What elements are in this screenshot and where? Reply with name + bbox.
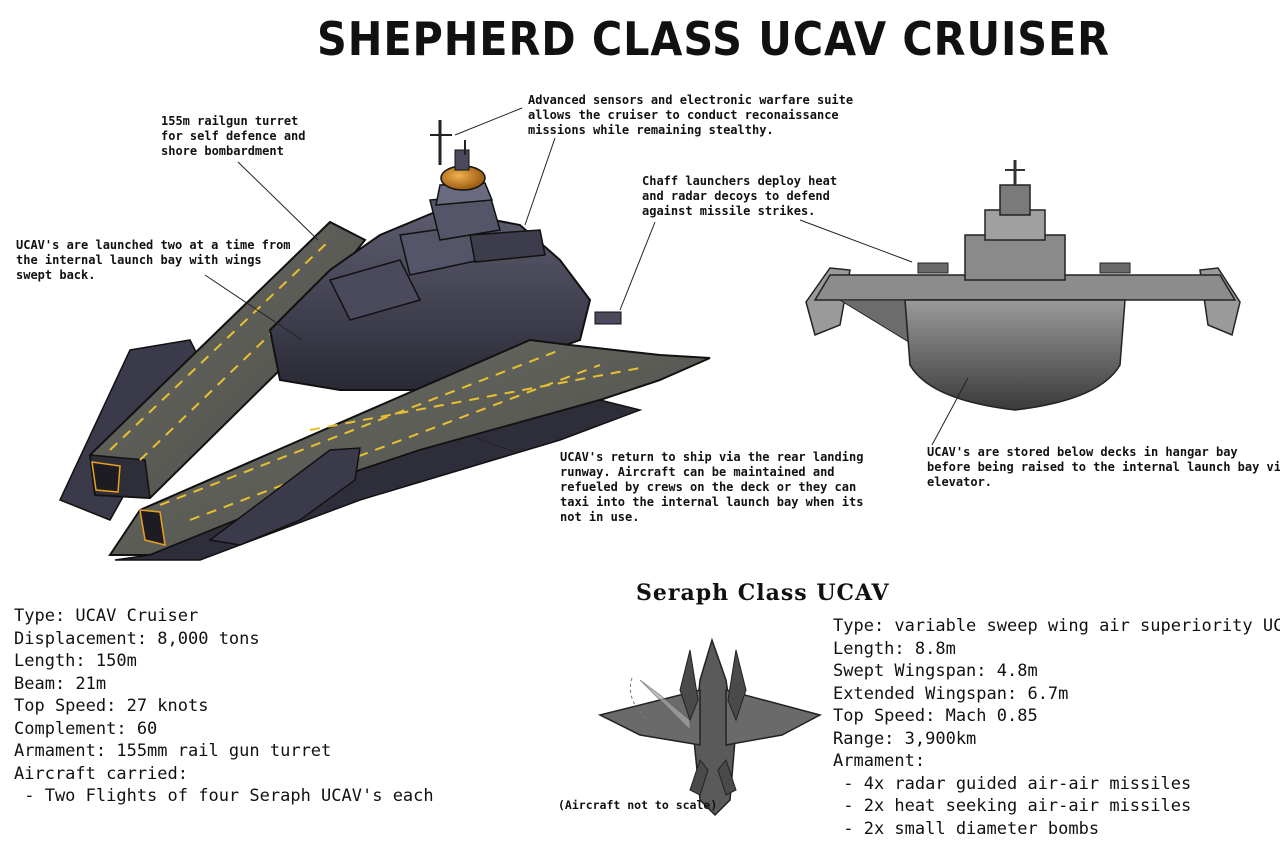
- annotation-line: UCAV's are stored below decks in hangar …: [927, 445, 1238, 459]
- annotation-line: 155m railgun turret: [161, 114, 299, 128]
- ucav-section-title: Seraph Class UCAV: [636, 580, 890, 606]
- annotation-line: for self defence and: [161, 129, 306, 143]
- spec-line: Top Speed: 27 knots: [14, 696, 209, 716]
- spec-line: - Two Flights of four Seraph UCAV's each: [14, 786, 434, 806]
- annotation-line: swept back.: [16, 268, 96, 282]
- annotation-line: Advanced sensors and electronic warfare …: [528, 93, 854, 107]
- ucav-specs: Type: variable sweep wing air superiorit…: [833, 615, 1280, 840]
- spec-line: Complement: 60: [14, 718, 158, 739]
- spec-line: Swept Wingspan: 4.8m: [833, 661, 1038, 681]
- spec-line: Type: variable sweep wing air superiorit…: [833, 616, 1280, 636]
- spec-line: - 4x radar guided air-air missiles: [833, 773, 1192, 794]
- seraph-ucav-illustration: [597, 637, 823, 817]
- annotation-line: UCAV's are launched two at a time from: [16, 238, 291, 252]
- annotation-landing-runway: UCAV's return to ship via the rear landi…: [560, 450, 863, 525]
- spec-line: Range: 3,900km: [833, 728, 977, 749]
- spec-line: Armament:: [833, 751, 926, 771]
- annotation-line: missions while remaining stealthy.: [528, 123, 774, 137]
- annotation-line: shore bombardment: [161, 144, 284, 158]
- spec-line: Armament: 155mm rail gun turret: [14, 741, 332, 761]
- spec-line: Displacement: 8,000 tons: [14, 628, 260, 649]
- annotation-line: UCAV's return to ship via the rear landi…: [560, 450, 864, 464]
- annotation-line: and radar decoys to defend: [642, 189, 830, 203]
- annotation-line: elevator.: [927, 475, 993, 489]
- spec-line: - 2x heat seeking air-air missiles: [833, 796, 1192, 816]
- annotation-line: Chaff launchers deploy heat: [642, 174, 838, 188]
- spec-line: Top Speed: Mach 0.85: [833, 706, 1038, 726]
- annotation-line: allows the cruiser to conduct reconaissa…: [528, 108, 839, 122]
- annotation-railgun: 155m railgun turret for self defence and…: [161, 114, 306, 159]
- cruiser-specs: Type: UCAV Cruiser Displacement: 8,000 t…: [14, 605, 434, 808]
- spec-line: Extended Wingspan: 6.7m: [833, 683, 1069, 704]
- annotation-line: runway. Aircraft can be maintained and: [560, 465, 835, 479]
- annotation-line: taxi into the internal launch bay when i…: [560, 495, 864, 509]
- page-title: SHEPHERD CLASS UCAV CRUISER: [317, 12, 1111, 66]
- annotation-line: not in use.: [560, 510, 640, 524]
- cruiser-perspective-illustration: [58, 120, 711, 561]
- annotation-line: against missile strikes.: [642, 204, 816, 218]
- spec-line: Length: 8.8m: [833, 638, 956, 659]
- annotation-line: refueled by crews on the deck or they ca…: [560, 480, 857, 494]
- ucav-scale-note: (Aircraft not to scale): [558, 798, 718, 812]
- annotation-line: before being raised to the internal laun…: [927, 460, 1280, 474]
- annotation-launch-bay: UCAV's are launched two at a time from t…: [16, 238, 291, 283]
- spec-line: Length: 150m: [14, 651, 137, 671]
- spec-line: Type: UCAV Cruiser: [14, 606, 199, 626]
- annotation-sensors: Advanced sensors and electronic warfare …: [528, 93, 853, 138]
- spec-line: Aircraft carried:: [14, 763, 188, 784]
- spec-line: Beam: 21m: [14, 673, 107, 694]
- spec-line: - 2x small diameter bombs: [833, 818, 1100, 839]
- annotation-hangar-bay: UCAV's are stored below decks in hangar …: [927, 445, 1280, 490]
- cruiser-rear-illustration: [805, 160, 1241, 411]
- annotation-chaff: Chaff launchers deploy heat and radar de…: [642, 174, 837, 219]
- annotation-leader-lines: [204, 107, 969, 453]
- annotation-line: the internal launch bay with wings: [16, 253, 262, 267]
